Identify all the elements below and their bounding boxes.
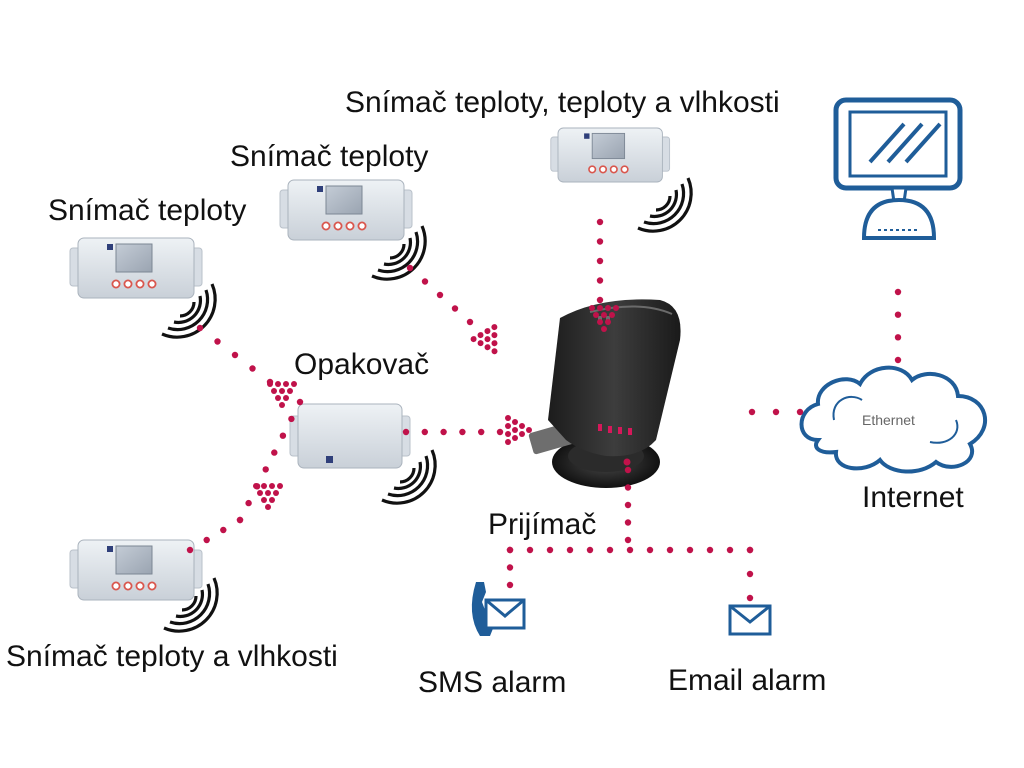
label-email-alarm: Email alarm [668,664,827,697]
link-dot [440,428,447,436]
label-sensor-temperature-middle: Snímač teploty [230,140,429,173]
link-dot [249,365,256,372]
label-sensor-temperature-left: Snímač teploty [48,194,247,227]
link-dot [262,466,269,473]
link-dot [546,546,554,554]
link-dot [496,428,504,436]
link-dot [506,581,514,589]
link-dot [726,546,734,554]
link-dot [894,311,902,318]
link-dot [624,536,632,544]
arrow-cluster [469,322,509,362]
link-dot [596,238,604,245]
link-dot [271,449,278,456]
envelope-icon [728,604,772,636]
link-dot [231,351,239,359]
sensor-temperature-left [69,237,203,299]
cloud-ethernet-text: Ethernet [862,412,915,428]
monitor-icon [833,97,963,240]
link-dot [406,264,414,272]
link-dot [436,291,444,299]
link-dot [706,546,714,554]
phone-envelope-icon [471,582,526,636]
link-dot [402,428,410,436]
link-dot [894,288,902,296]
connection-links [186,218,902,602]
link-dot [796,408,804,416]
link-dot [459,428,466,436]
label-internet: Internet [862,481,964,514]
receiver-device [528,299,681,488]
arrow-cluster [267,381,297,408]
link-dot [746,570,754,578]
link-dot [624,484,632,491]
link-dot [466,318,474,326]
label-sensor-temperature-humidity-bottom: Snímač teploty a vlhkosti [6,640,338,673]
label-repeater: Opakovač [294,348,430,381]
link-dot [288,415,295,423]
link-dot [186,546,194,554]
link-dot [214,338,221,345]
sensor-temperature-humidity-top [549,127,671,183]
link-dot [596,277,604,284]
link-dot [421,428,428,436]
link-dot [526,546,534,554]
arrow-cluster [505,415,532,445]
link-dot [245,499,252,507]
link-dot [646,546,654,554]
sensor-temperature-middle [279,179,413,241]
wireless-signal-icon [636,176,693,233]
label-sms-alarm: SMS alarm [418,666,567,699]
link-dot [421,278,429,285]
label-sensor-temperature-humidity-top: Snímač teploty, teploty a vlhkosti [345,86,780,119]
link-dot [772,408,780,416]
link-dot [748,408,756,416]
link-dot [746,594,754,602]
link-dot [196,324,204,332]
link-dot [478,428,485,436]
link-dot [624,466,632,474]
label-receiver: Prijímač [488,508,597,541]
link-dot [506,564,514,571]
sensor-temperature-humidity-bottom [69,539,203,601]
link-dot [566,546,574,554]
link-dot [451,305,459,312]
link-dot [746,546,754,554]
link-dot [894,356,902,364]
link-dot [296,398,304,406]
link-dot [596,218,604,226]
link-dot [666,546,674,554]
link-dot [606,546,614,554]
repeater-device [289,403,411,469]
link-dot [624,519,632,526]
link-dot [279,432,287,439]
link-dot [506,546,514,554]
link-dot [203,536,210,544]
link-dot [596,257,604,265]
link-dot [586,546,594,554]
link-dot [220,526,227,534]
link-dot [894,334,902,341]
cloud-icon [799,365,988,474]
link-dot [596,296,604,304]
link-dot [236,516,244,524]
link-dot [624,501,632,509]
arrow-cluster [253,483,283,510]
link-dot [626,546,634,554]
link-dot [686,546,694,554]
